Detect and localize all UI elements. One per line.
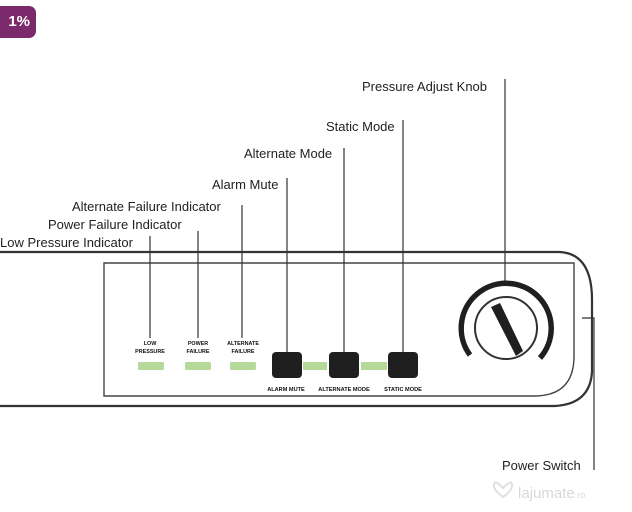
low-pressure-led-text-2: PRESSURE [135, 349, 165, 355]
power-failure-led-text-2: FAILURE [186, 349, 209, 355]
static-mode-button[interactable] [388, 352, 418, 378]
alarm-mute-button[interactable] [272, 352, 302, 378]
low-pressure-led [138, 362, 164, 370]
alternate-failure-indicator-label: Alternate Failure Indicator [72, 199, 222, 214]
device-body [0, 250, 594, 408]
alternate-mode-label: Alternate Mode [244, 146, 332, 161]
power-failure-indicator-label: Power Failure Indicator [48, 217, 182, 232]
alternate-failure-led-text-2: FAILURE [231, 349, 254, 355]
static-mode-label: Static Mode [326, 119, 395, 134]
low-pressure-indicator-label: Low Pressure Indicator [0, 235, 134, 250]
alternate-static-connector-led [361, 362, 387, 370]
power-failure-led-text-1: POWER [188, 341, 208, 347]
watermark-text: lajumate.ro [518, 485, 585, 502]
watermark: lajumate.ro [492, 481, 585, 502]
pressure-adjust-knob-label: Pressure Adjust Knob [362, 79, 487, 94]
alternate-failure-led-text-1: ALTERNATE [227, 341, 259, 347]
alternate-failure-led [230, 362, 256, 370]
knob-scale-arc [458, 280, 554, 360]
static-mode-button-text: STATIC MODE [384, 387, 422, 393]
control-panel-face [103, 262, 575, 397]
alarm-alternate-connector-led [303, 362, 327, 370]
alarm-mute-label: Alarm Mute [212, 177, 278, 192]
low-pressure-led-text-1: LOW [144, 341, 157, 347]
power-failure-led [185, 362, 211, 370]
alternate-mode-button-text: ALTERNATE MODE [318, 387, 370, 393]
alternate-mode-button[interactable] [329, 352, 359, 378]
discount-badge: 1% [0, 6, 36, 38]
alarm-mute-button-text: ALARM MUTE [267, 387, 305, 393]
knob-pointer-icon [491, 303, 523, 356]
power-switch-label: Power Switch [502, 458, 581, 473]
pressure-adjust-knob[interactable] [458, 280, 554, 360]
heart-icon [492, 481, 514, 499]
callout-leader-lines [149, 79, 595, 470]
